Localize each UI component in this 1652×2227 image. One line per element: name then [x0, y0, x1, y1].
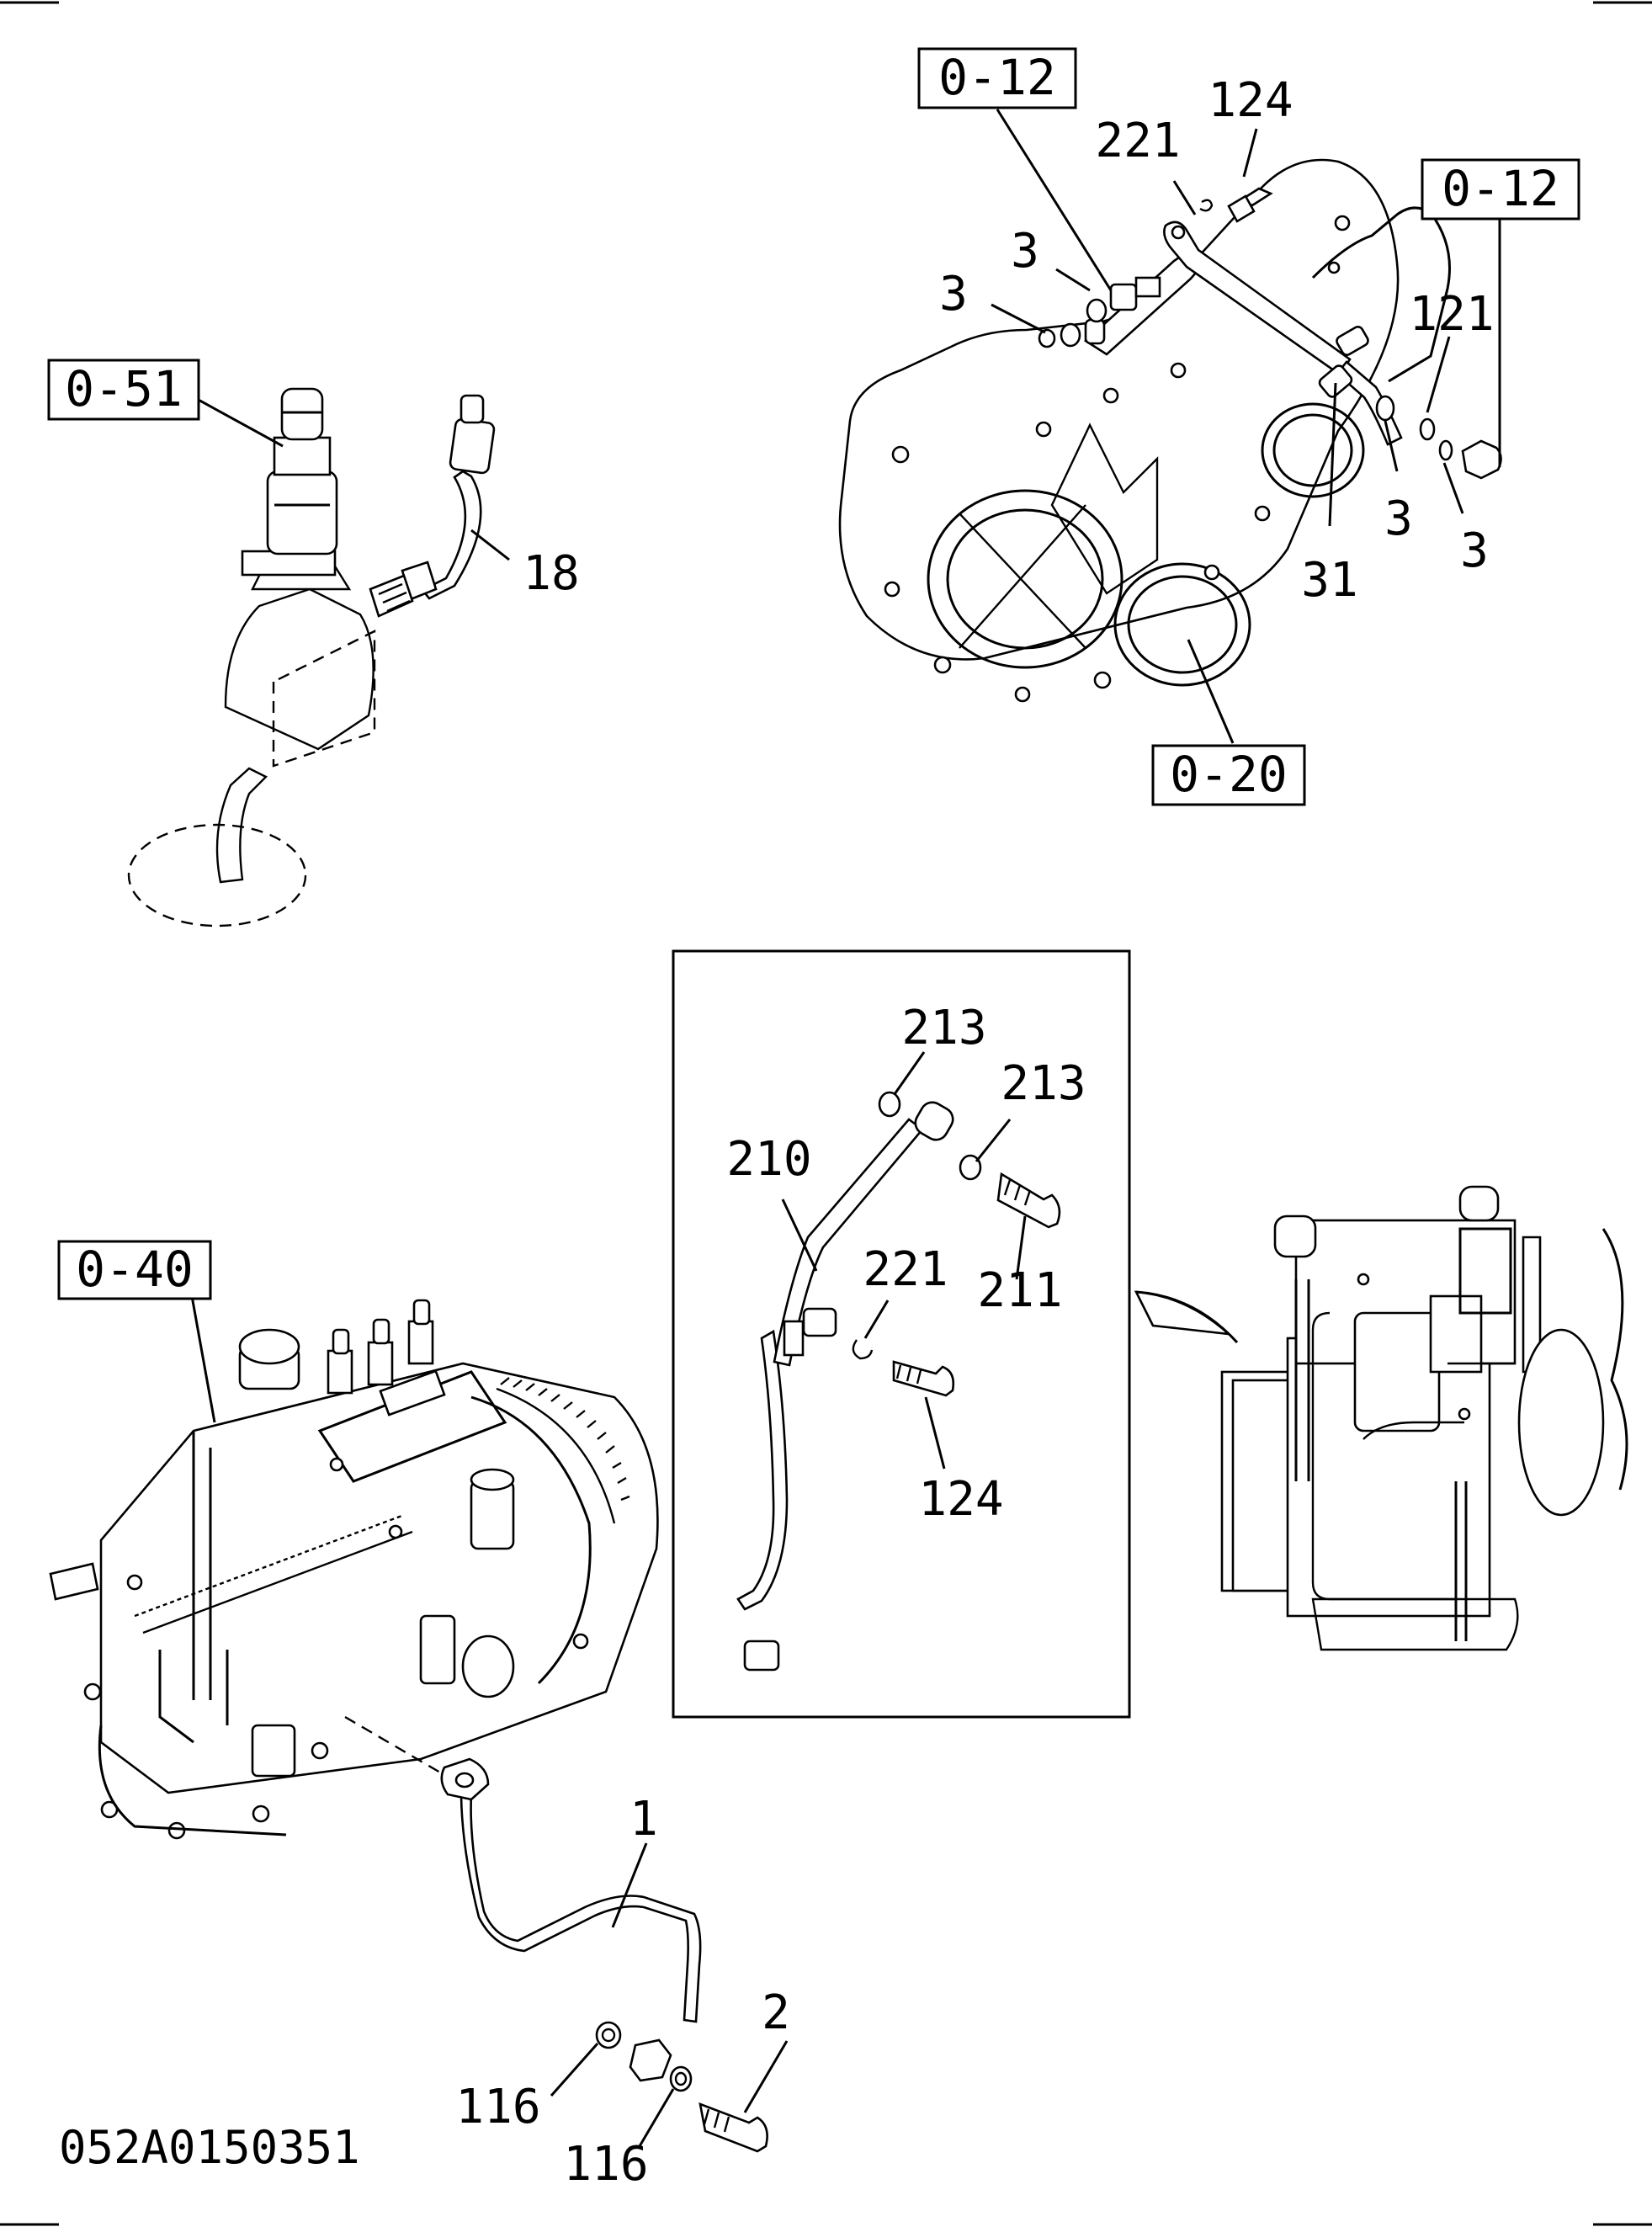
label-3-b: 3 [939, 267, 968, 322]
label-3-c: 3 [1384, 492, 1413, 546]
injection-pump [49, 1299, 659, 1840]
engine-overview [1134, 1185, 1628, 1651]
figure-code: 052A0150351 [59, 2121, 360, 2174]
label-210: 210 [726, 1132, 811, 1187]
oil-pump-assembly [127, 387, 376, 927]
ref-box-0-51: 0-51 [47, 359, 200, 421]
label-18: 18 [523, 546, 579, 601]
ref-0-20: 0-20 [1170, 746, 1288, 803]
pipe-bracket [1038, 187, 1502, 480]
pipe-1 [440, 1757, 702, 2082]
label-116-b: 116 [563, 2137, 648, 2192]
label-213-b: 213 [1001, 1056, 1086, 1111]
label-3-d: 3 [1460, 524, 1489, 578]
label-3-a: 3 [1011, 224, 1039, 279]
label-2: 2 [762, 1985, 790, 2040]
label-221-top: 221 [1095, 114, 1180, 168]
label-121: 121 [1409, 287, 1494, 342]
ref-0-51: 0-51 [65, 360, 183, 417]
banjo-washers-bolt [595, 2021, 768, 2153]
dipstick-guide-inset [736, 1091, 1061, 1672]
leader-lines [178, 109, 1501, 2147]
label-124-top: 124 [1208, 73, 1293, 128]
ref-0-12-bracket: 0-12 [938, 49, 1056, 106]
label-1: 1 [629, 1792, 658, 1847]
label-221-inset: 221 [863, 1242, 948, 1297]
ref-0-12-right: 0-12 [1442, 160, 1559, 217]
ref-box-0-40: 0-40 [57, 1240, 212, 1300]
label-211: 211 [977, 1263, 1062, 1318]
detail-inset-frame [672, 949, 1131, 1719]
ref-box-0-12-right: 0-12 [1421, 158, 1580, 221]
label-116-a: 116 [455, 2080, 540, 2134]
ref-box-0-12-bracket: 0-12 [917, 47, 1077, 109]
part-labels: 124 221 3 3 121 3 3 31 18 213 213 210 21… [455, 73, 1494, 2192]
ref-box-0-20: 0-20 [1151, 744, 1306, 806]
label-213-a: 213 [901, 1001, 986, 1055]
label-124-inset: 124 [918, 1472, 1003, 1527]
label-31: 31 [1301, 553, 1357, 608]
ref-0-40: 0-40 [76, 1241, 194, 1298]
timing-case [838, 158, 1451, 703]
pipe-18 [369, 394, 496, 618]
